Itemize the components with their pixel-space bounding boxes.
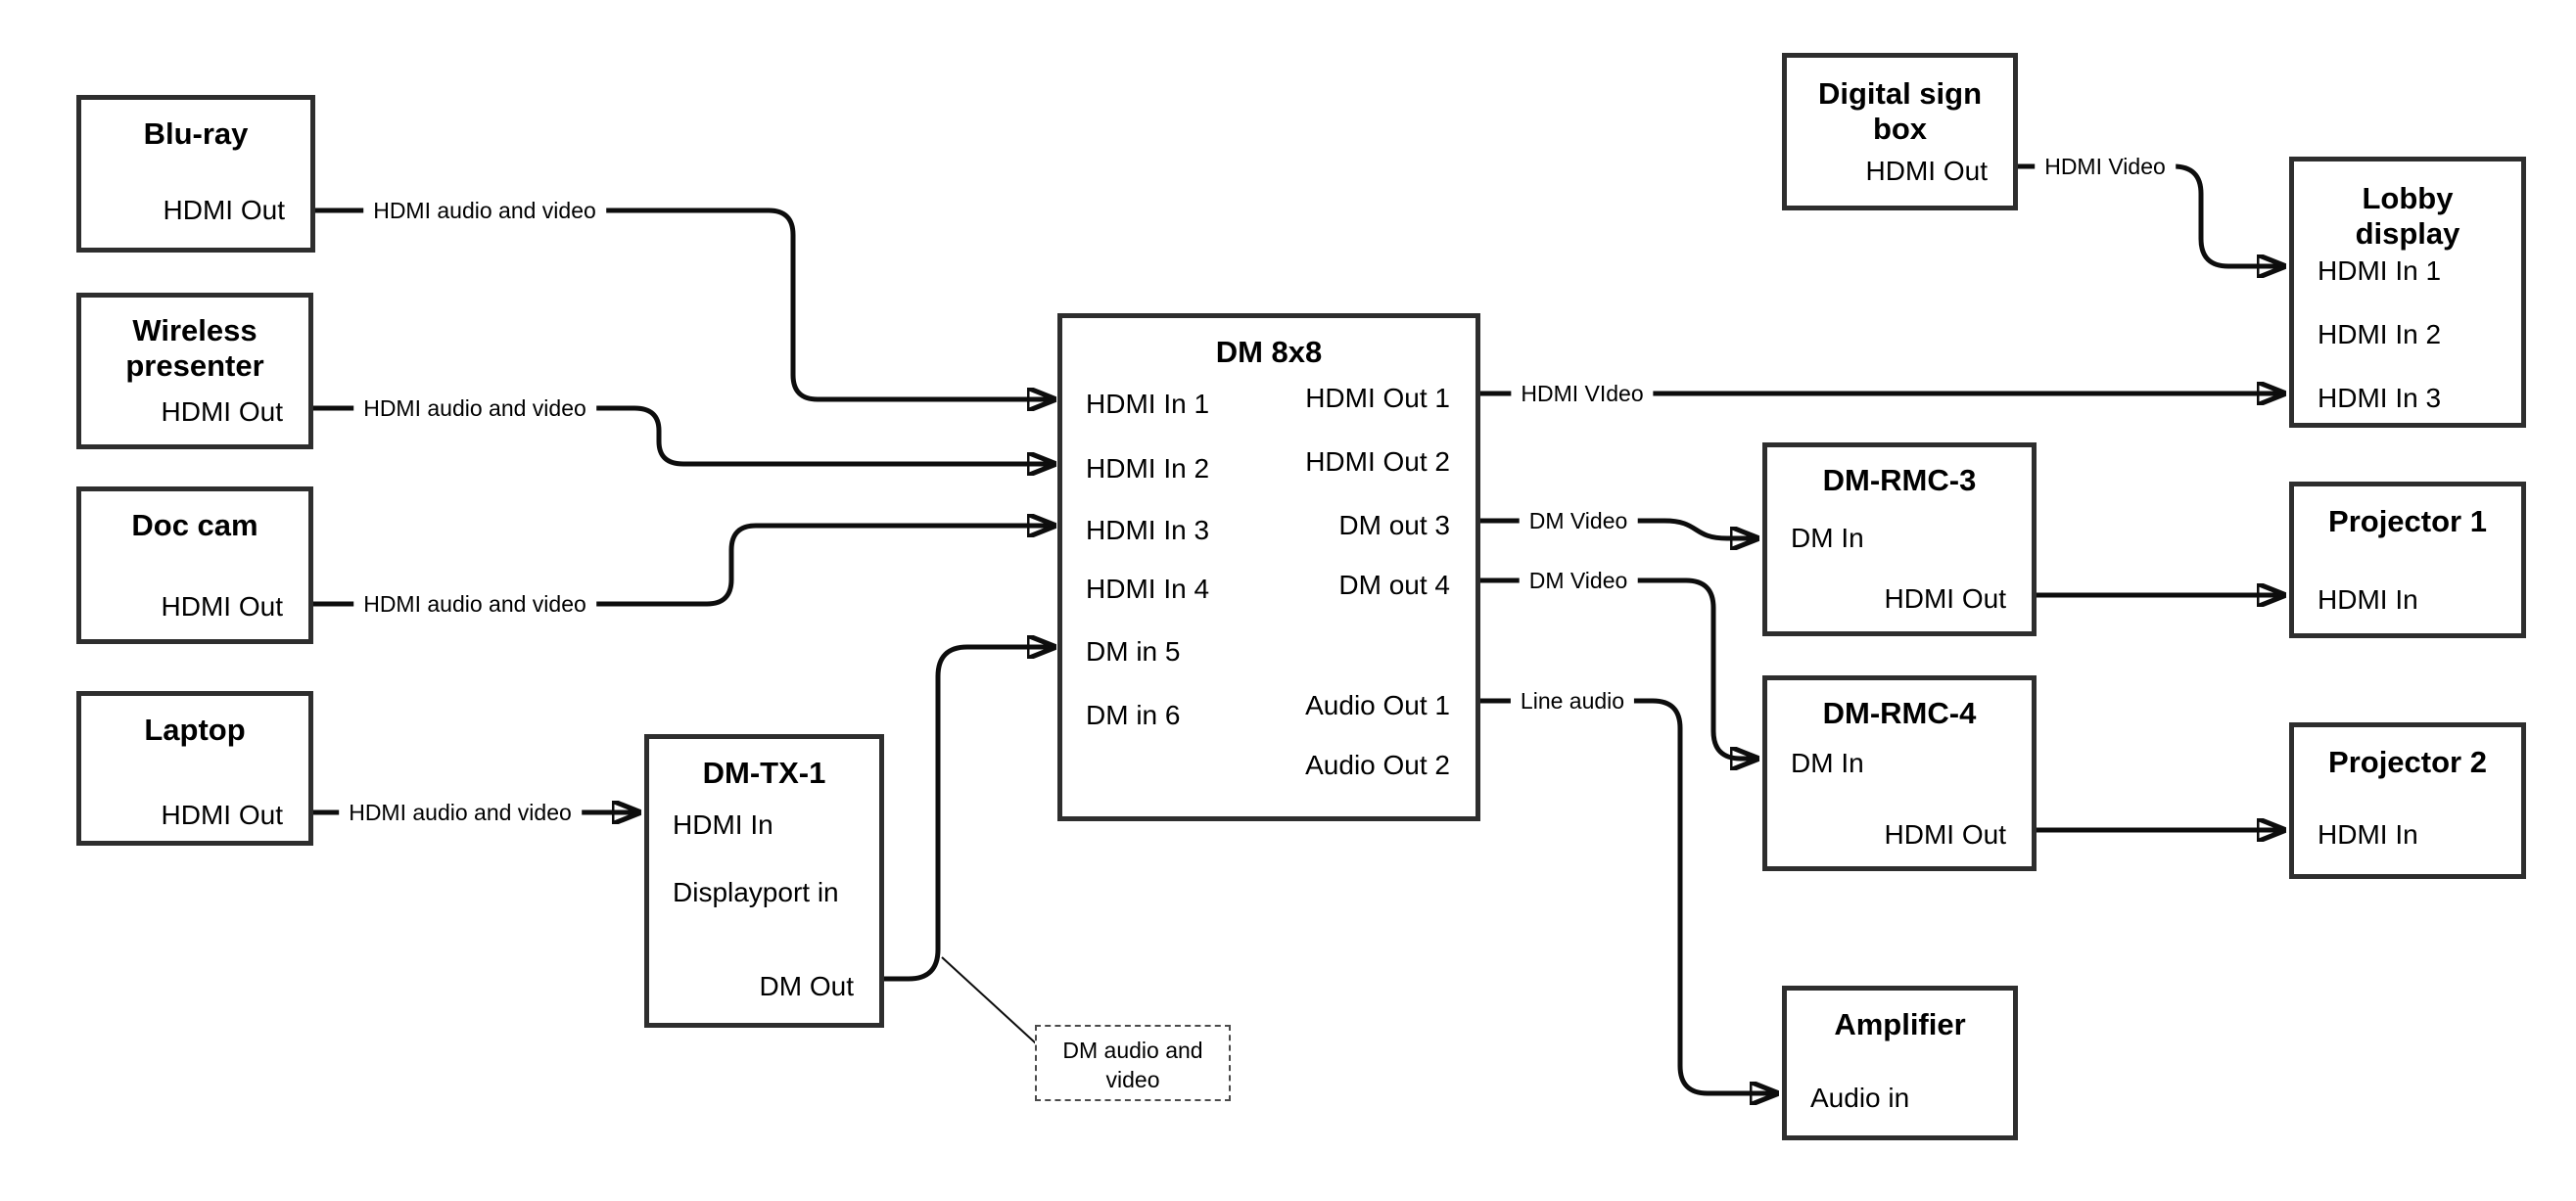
node-dmtx1-port-dm-out: DM Out bbox=[759, 971, 854, 1001]
node-dm8x8-port-hdmi-in-3: HDMI In 3 bbox=[1086, 515, 1210, 545]
node-wireless-title-line1: Wireless bbox=[132, 313, 258, 347]
node-digital-sign-box: Digital sign box HDMI Out bbox=[1782, 53, 2018, 210]
node-dmtx1-port-displayport-in: Displayport in bbox=[673, 877, 839, 907]
node-dm8x8-port-dm-out-4: DM out 4 bbox=[1338, 570, 1450, 600]
node-lobby-title-line2: display bbox=[2355, 216, 2460, 251]
node-dm8x8-port-dm-in-5: DM in 5 bbox=[1086, 636, 1181, 667]
node-proj1-port-hdmi-in: HDMI In bbox=[2318, 584, 2418, 615]
wire-label-laptop: HDMI audio and video bbox=[339, 798, 582, 827]
node-lobby-title: Lobby display bbox=[2294, 181, 2521, 252]
node-dm8x8-port-hdmi-out-1: HDMI Out 1 bbox=[1305, 383, 1450, 413]
node-lobby-port-hdmi-in-3: HDMI In 3 bbox=[2318, 383, 2442, 413]
node-dm8x8-port-hdmi-in-4: HDMI In 4 bbox=[1086, 574, 1210, 604]
node-proj2-port-hdmi-in: HDMI In bbox=[2318, 819, 2418, 850]
node-lobby-port-hdmi-in-1: HDMI In 1 bbox=[2318, 255, 2442, 286]
node-dmrmc3-title: DM-RMC-3 bbox=[1822, 463, 1977, 497]
node-dm8x8-port-audio-out-1: Audio Out 1 bbox=[1305, 690, 1450, 720]
node-dmtx1-port-hdmi-in: HDMI In bbox=[673, 809, 773, 840]
wire-label-dm-out-3: DM Video bbox=[1519, 506, 1638, 535]
note-line2: video bbox=[1105, 1067, 1160, 1092]
wire-label-dm-out-4: DM Video bbox=[1519, 566, 1638, 595]
node-dm8x8: DM 8x8 HDMI In 1 HDMI In 2 HDMI In 3 HDM… bbox=[1057, 313, 1480, 821]
node-dmtx1: DM-TX-1 HDMI In Displayport in DM Out bbox=[644, 734, 884, 1028]
node-wireless-title: Wireless presenter bbox=[81, 313, 308, 384]
node-dm8x8-port-hdmi-out-2: HDMI Out 2 bbox=[1305, 446, 1450, 477]
node-lobby-display: Lobby display HDMI In 1 HDMI In 2 HDMI I… bbox=[2289, 157, 2526, 428]
node-dm8x8-port-dm-in-6: DM in 6 bbox=[1086, 700, 1181, 730]
wire-dm8x8-audio-out-1-to-amp-audio-in bbox=[1480, 698, 1778, 1093]
wire-label-doccam: HDMI audio and video bbox=[353, 589, 596, 619]
node-amp-title: Amplifier bbox=[1834, 1007, 1966, 1041]
node-laptop-port-hdmi-out: HDMI Out bbox=[161, 800, 283, 830]
node-bluray-port-hdmi-out: HDMI Out bbox=[163, 195, 285, 225]
wire-dm8x8-dm-out-3-to-dmrmc3-dm-in bbox=[1480, 518, 1758, 538]
node-dmrmc3-port-hdmi-out: HDMI Out bbox=[1884, 583, 2006, 614]
node-projector-1: Projector 1 HDMI In bbox=[2289, 482, 2526, 638]
node-laptop: Laptop HDMI Out bbox=[76, 691, 313, 846]
node-digisign-title: Digital sign box bbox=[1787, 76, 2013, 147]
wire-label-hdmi-out-1: HDMI VIdeo bbox=[1511, 379, 1654, 408]
wire-label-bluray: HDMI audio and video bbox=[363, 196, 606, 225]
node-wireless-title-line2: presenter bbox=[125, 348, 264, 383]
node-dmrmc4-port-dm-in: DM In bbox=[1791, 748, 1864, 778]
wire-label-wireless: HDMI audio and video bbox=[353, 393, 596, 423]
node-dm8x8-port-audio-out-2: Audio Out 2 bbox=[1305, 750, 1450, 780]
wire-dm8x8-dm-out-4-to-dmrmc4-dm-in bbox=[1480, 577, 1758, 759]
node-projector-2: Projector 2 HDMI In bbox=[2289, 722, 2526, 879]
wire-bluray-to-dm8x8-hdmi-in-1 bbox=[315, 208, 1055, 399]
node-dmrmc3: DM-RMC-3 DM In HDMI Out bbox=[1762, 442, 2037, 636]
node-amp-port-audio-in: Audio in bbox=[1810, 1083, 1910, 1113]
note-line1: DM audio and bbox=[1062, 1038, 1203, 1063]
node-doccam-title: Doc cam bbox=[131, 508, 258, 542]
node-dm8x8-port-hdmi-in-1: HDMI In 1 bbox=[1086, 389, 1210, 419]
note-dm-audio-video: DM audio and video bbox=[1035, 1025, 1231, 1101]
node-digisign-title-line1: Digital sign bbox=[1817, 76, 1983, 111]
wire-doccam-to-dm8x8-hdmi-in-3 bbox=[313, 526, 1055, 607]
wire-label-audio-out-1: Line audio bbox=[1510, 686, 1635, 716]
note-leader-line bbox=[941, 956, 1037, 1044]
node-bluray-title: Blu-ray bbox=[143, 116, 249, 151]
node-dm8x8-title: DM 8x8 bbox=[1215, 335, 1323, 369]
node-doccam-port-hdmi-out: HDMI Out bbox=[161, 591, 283, 622]
wire-wireless-to-dm8x8-hdmi-in-2 bbox=[313, 405, 1055, 464]
wire-dmtx1-to-dm8x8-dm-in-5 bbox=[884, 647, 1055, 982]
wire-label-digisign: HDMI Video bbox=[2035, 152, 2176, 181]
node-wireless-presenter: Wireless presenter HDMI Out bbox=[76, 293, 313, 449]
node-dmrmc4-title: DM-RMC-4 bbox=[1822, 696, 1977, 730]
node-lobby-title-line1: Lobby bbox=[2362, 181, 2454, 215]
node-proj1-title: Projector 1 bbox=[2328, 504, 2487, 538]
node-dmtx1-title: DM-TX-1 bbox=[702, 756, 826, 790]
node-digisign-title-line2: box bbox=[1872, 112, 1928, 146]
node-laptop-title: Laptop bbox=[144, 713, 246, 747]
node-proj2-title: Projector 2 bbox=[2328, 745, 2487, 779]
node-dmrmc4-port-hdmi-out: HDMI Out bbox=[1884, 819, 2006, 850]
node-dmrmc3-port-dm-in: DM In bbox=[1791, 523, 1864, 553]
wire-digisign-to-lobby-hdmi-in-1 bbox=[2018, 163, 2285, 266]
node-doccam: Doc cam HDMI Out bbox=[76, 486, 313, 644]
node-dmrmc4: DM-RMC-4 DM In HDMI Out bbox=[1762, 675, 2037, 871]
node-dm8x8-port-dm-out-3: DM out 3 bbox=[1338, 510, 1450, 540]
node-dm8x8-port-hdmi-in-2: HDMI In 2 bbox=[1086, 453, 1210, 484]
node-amplifier: Amplifier Audio in bbox=[1782, 986, 2018, 1140]
node-bluray: Blu-ray HDMI Out bbox=[76, 95, 315, 253]
node-digisign-port-hdmi-out: HDMI Out bbox=[1865, 156, 1988, 186]
node-wireless-port-hdmi-out: HDMI Out bbox=[161, 396, 283, 427]
node-lobby-port-hdmi-in-2: HDMI In 2 bbox=[2318, 319, 2442, 349]
